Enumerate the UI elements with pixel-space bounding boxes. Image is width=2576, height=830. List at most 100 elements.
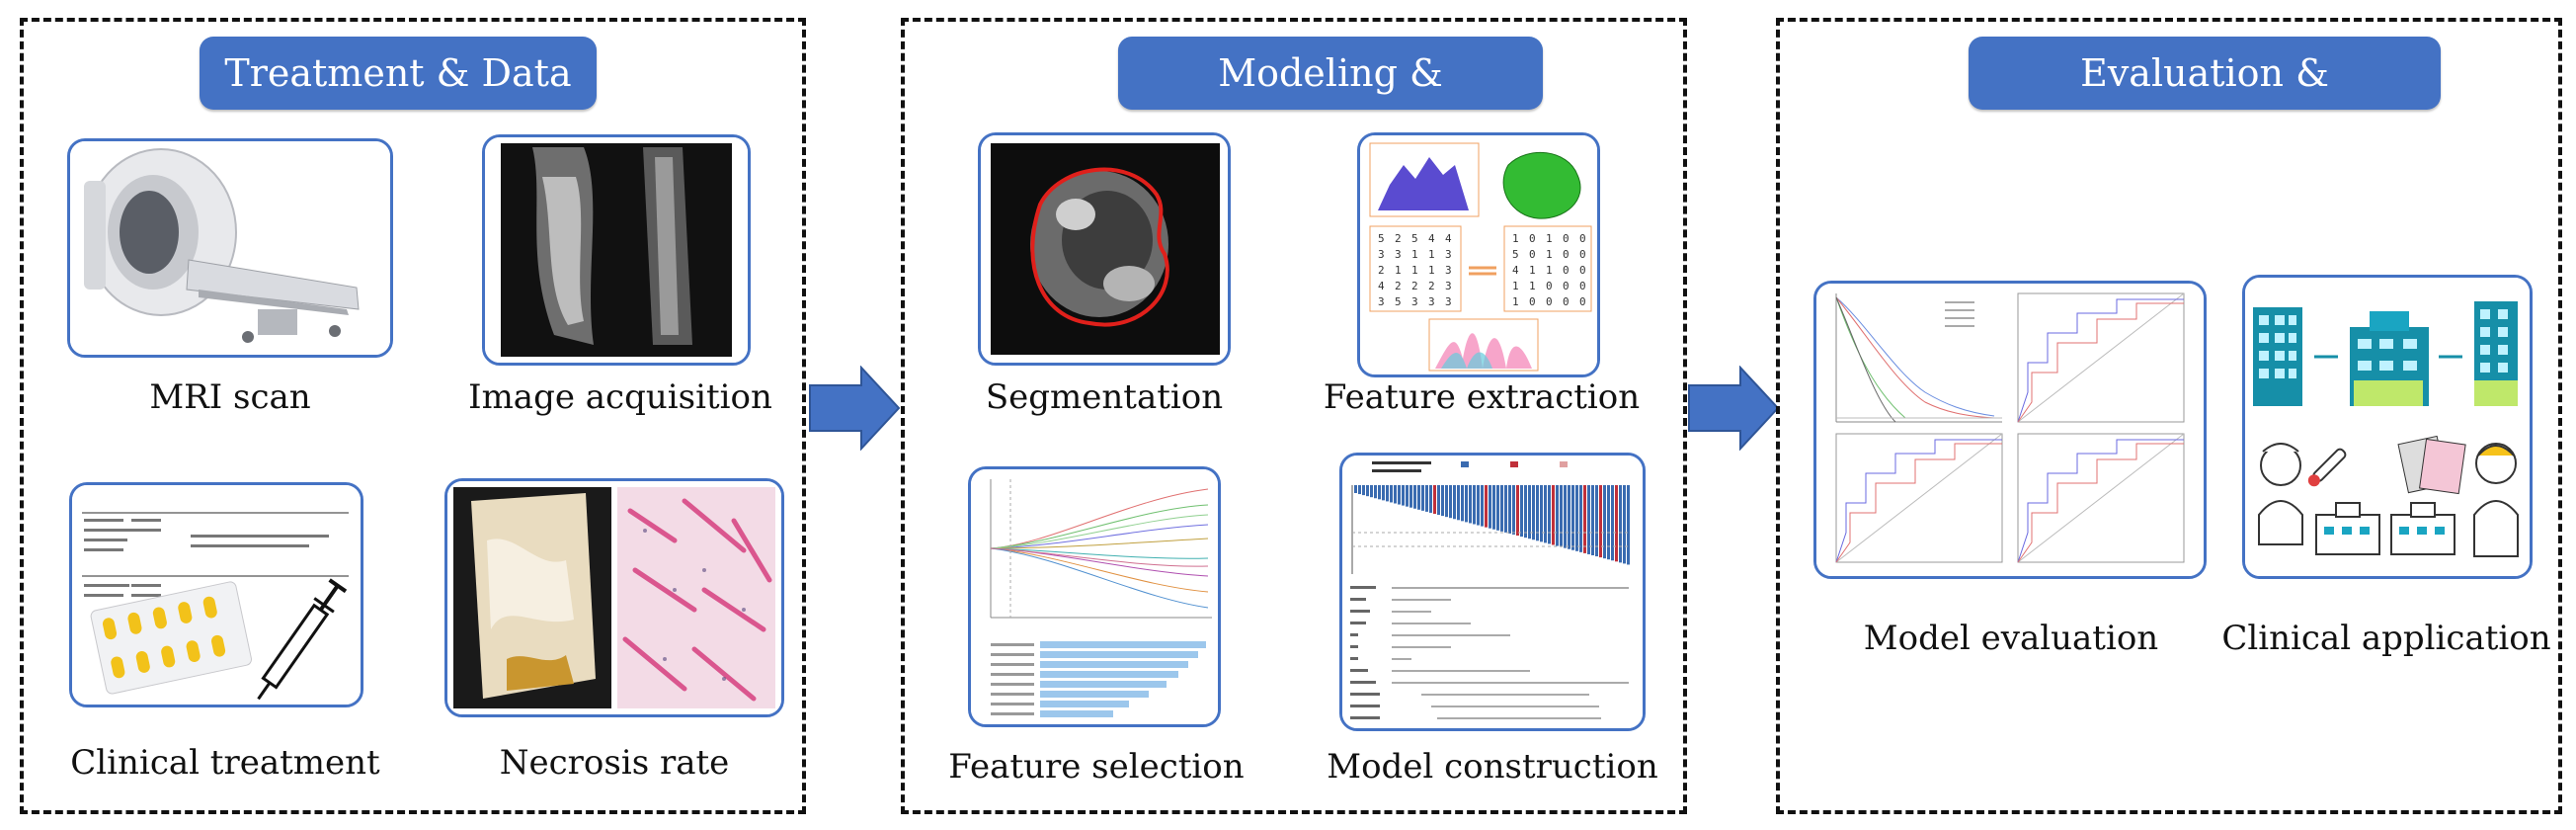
feature-extraction-label: Feature extraction: [1323, 377, 1641, 417]
roc-curve: [2017, 443, 2184, 563]
roc-curve: [1835, 443, 2002, 563]
waterfall-bar: [1623, 485, 1626, 564]
matrix-cell: 3: [1445, 248, 1452, 261]
waterfall-bar: [1413, 485, 1416, 509]
waterfall-bar: [1421, 485, 1424, 511]
waterfall-bar: [1445, 485, 1448, 518]
mri-scan-image: [67, 138, 393, 358]
matrix-cell: 1: [1529, 280, 1536, 292]
waterfall-bar: [1524, 485, 1527, 539]
waterfall-bar: [1544, 485, 1547, 543]
matrix-cell: 5: [1395, 295, 1402, 308]
matrix-cell: 1: [1411, 264, 1418, 277]
necrosis-rate-image: [444, 478, 784, 717]
clinical-application-image: [2242, 275, 2533, 579]
waterfall-bar: [1390, 485, 1393, 503]
segmentation-image: [978, 132, 1231, 366]
waterfall-bar: [1603, 485, 1606, 559]
waterfall-bar: [1492, 485, 1495, 530]
panel-title-evaluation-application: Evaluation & Application: [1969, 37, 2441, 168]
waterfall-bar: [1481, 485, 1484, 527]
waterfall-bar: [1473, 485, 1476, 525]
waterfall-bar: [1571, 485, 1574, 550]
waterfall-bar: [1394, 485, 1397, 504]
matrix-cell: 3: [1395, 248, 1402, 261]
matrix-cell: 3: [1378, 295, 1385, 308]
waterfall-bar: [1552, 485, 1555, 545]
waterfall-bar: [1591, 485, 1594, 555]
matrix-cell: 1: [1512, 295, 1519, 308]
flow-arrow-1: [808, 366, 903, 451]
waterfall-bar: [1485, 485, 1488, 528]
matrix-cell: 4: [1378, 280, 1385, 292]
waterfall-bar: [1374, 485, 1377, 499]
matrix-cell: 2: [1395, 280, 1402, 292]
matrix-cell: 2: [1378, 264, 1385, 277]
waterfall-bar: [1425, 485, 1428, 512]
matrix-cell: 0: [1546, 280, 1553, 292]
waterfall-bar: [1465, 485, 1468, 523]
waterfall-bar: [1607, 485, 1610, 560]
waterfall-bar: [1508, 485, 1511, 534]
panel-evaluation-application: [1776, 18, 2562, 814]
waterfall-bar: [1579, 485, 1582, 552]
waterfall-bar: [1398, 485, 1401, 505]
image-acquisition-image: [482, 134, 751, 366]
waterfall-bar: [1548, 485, 1551, 544]
feature-selection-image: [968, 466, 1221, 727]
clinical-treatment-label: Clinical treatment: [70, 743, 380, 783]
matrix-cell: 0: [1563, 264, 1570, 277]
waterfall-bar: [1595, 485, 1598, 557]
segmentation-label: Segmentation: [985, 377, 1224, 417]
roc-curve: [2017, 302, 2184, 423]
model-evaluation-label: Model evaluation: [1863, 619, 2159, 658]
matrix-cell: 2: [1428, 280, 1435, 292]
roc-diagonal: [2017, 433, 2185, 563]
waterfall-bar: [1516, 485, 1519, 537]
model-evaluation-image: [1813, 281, 2207, 579]
matrix-cell: 3: [1445, 264, 1452, 277]
matrix-cell: 0: [1579, 295, 1586, 308]
panel-modeling-validation: [901, 18, 1687, 814]
matrix-cell: 0: [1579, 232, 1586, 245]
waterfall-bar: [1469, 485, 1472, 524]
waterfall-bar: [1441, 485, 1444, 517]
waterfall-bar: [1362, 485, 1365, 496]
clinical-application-label: Clinical application: [2221, 619, 2551, 658]
waterfall-bar: [1568, 485, 1570, 549]
matrix-cell: 0: [1563, 232, 1570, 245]
waterfall-bar: [1587, 485, 1590, 554]
waterfall-bar: [1453, 485, 1456, 520]
waterfall-bar: [1358, 485, 1361, 495]
necrosis-rate-label: Necrosis rate: [499, 743, 730, 783]
waterfall-bar: [1457, 485, 1460, 521]
waterfall-bar: [1437, 485, 1440, 516]
roc-diagonal: [1835, 433, 2003, 563]
matrix-cell: 0: [1563, 295, 1570, 308]
waterfall-bar: [1520, 485, 1523, 538]
matrix-cell: 0: [1563, 248, 1570, 261]
roc-curve: [1835, 439, 2002, 563]
waterfall-bar: [1433, 485, 1436, 514]
panel-title-treatment-data: Treatment & Data: [200, 37, 597, 110]
waterfall-bar: [1611, 485, 1614, 561]
waterfall-bar: [1461, 485, 1464, 522]
matrix-cell: 0: [1563, 280, 1570, 292]
waterfall-bar: [1477, 485, 1480, 526]
waterfall-bar: [1449, 485, 1452, 519]
waterfall-bar: [1556, 485, 1559, 546]
waterfall-bar: [1409, 485, 1412, 508]
mri-scan-label: MRI scan: [149, 377, 311, 417]
matrix-cell: 1: [1529, 264, 1536, 277]
waterfall-bar: [1382, 485, 1385, 501]
waterfall-bar: [1417, 485, 1420, 510]
matrix-cell: 4: [1445, 232, 1452, 245]
waterfall-bar: [1504, 485, 1507, 533]
matrix-cell: 1: [1546, 232, 1553, 245]
matrix-cell: 1: [1395, 264, 1402, 277]
waterfall-bar: [1532, 485, 1535, 540]
matrix-cell: 5: [1411, 232, 1418, 245]
matrix-cell: 1: [1512, 232, 1519, 245]
matrix-cell: 2: [1411, 280, 1418, 292]
